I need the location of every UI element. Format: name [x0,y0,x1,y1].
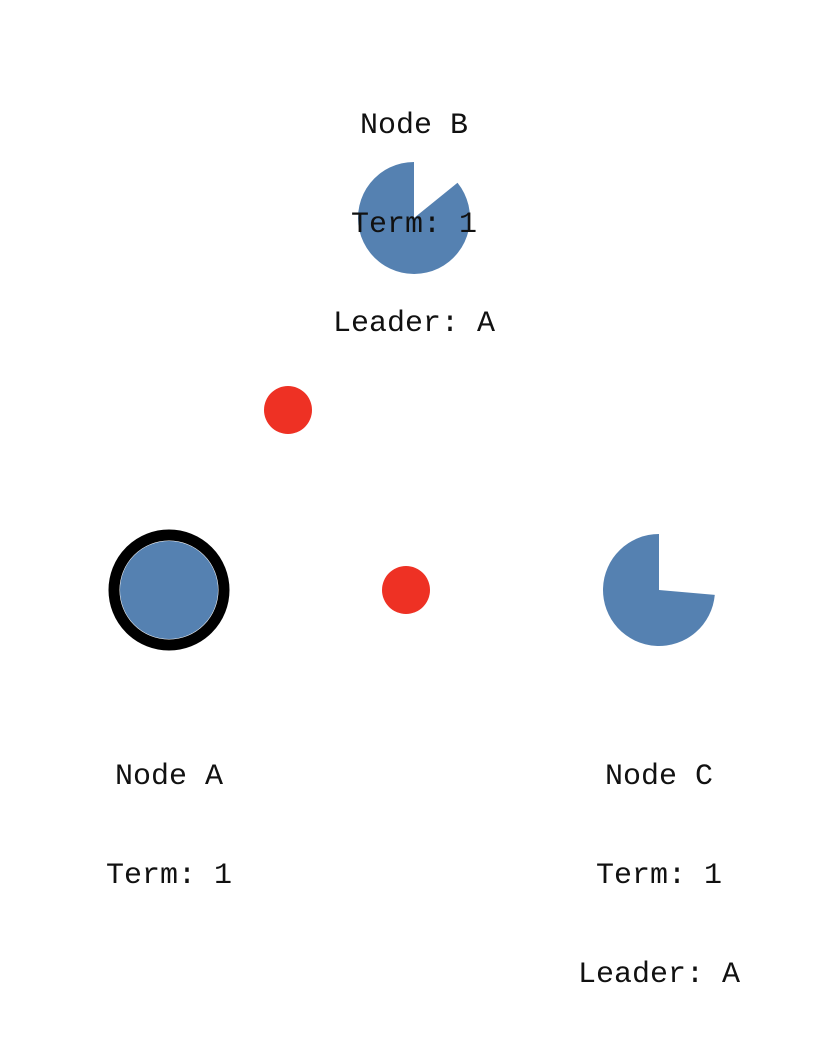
node-c[interactable] [603,534,715,647]
node-a-label: Node A Term: 1 [19,695,319,959]
node-a[interactable] [108,529,230,651]
node-b[interactable] [357,162,470,274]
message-a-to-b [264,386,312,434]
node-c-name: Node C [604,760,714,794]
node-a-name: Node A [114,760,224,794]
message-a-to-c [382,566,430,614]
node-c-leader: Leader: A [577,958,741,992]
node-b-label: Node B Term: 1 Leader: A [264,44,564,407]
node-b-name: Node B [359,109,469,143]
cluster-canvas [108,162,715,651]
node-c-term: Term: 1 [595,859,723,893]
node-b-leader: Leader: A [332,307,496,341]
node-a-circle [120,541,218,639]
node-c-circle [603,534,715,647]
node-b-circle [357,162,470,274]
raft-cluster-diagram: Node B Term: 1 Leader: A Node A Term: 1 … [106,44,740,992]
node-c-label: Node C Term: 1 Leader: A [509,695,809,1058]
node-b-term: Term: 1 [350,208,478,242]
node-a-term: Term: 1 [105,859,233,893]
leader-ring [108,529,230,651]
